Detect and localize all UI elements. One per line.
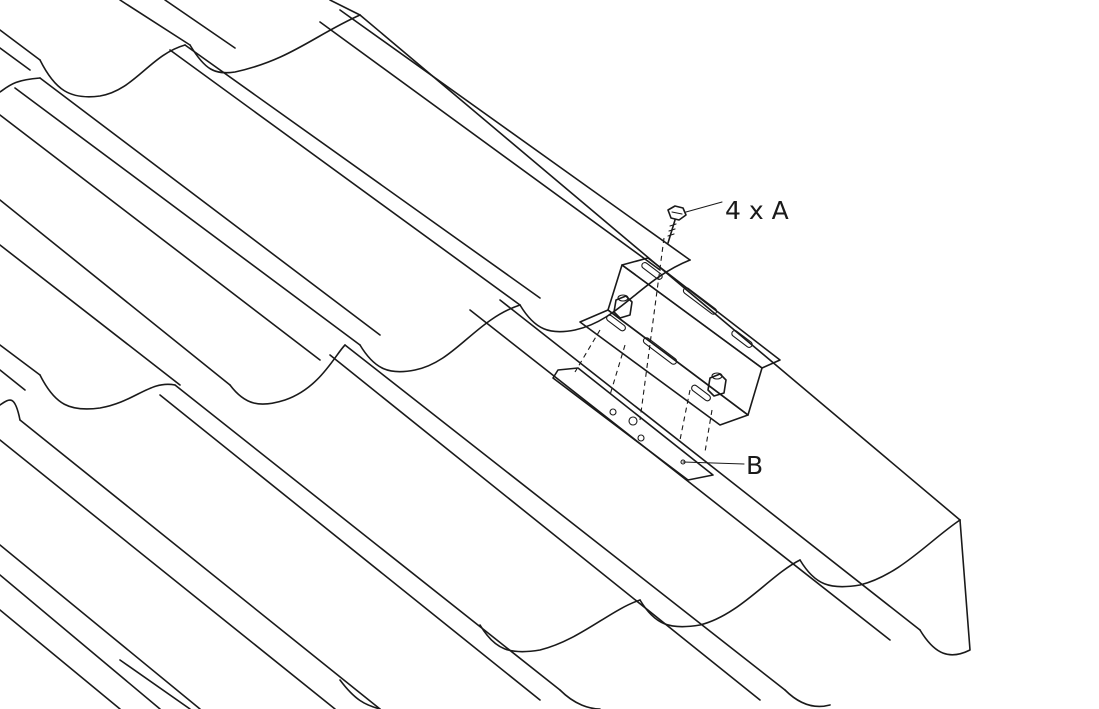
- bracket-bolt-left: [613, 294, 633, 319]
- seal-plate-b: [552, 367, 714, 481]
- alignment-guides: [574, 237, 713, 453]
- screw-callout-label: 4 x A: [725, 196, 789, 225]
- tile-step-curves: [0, 14, 971, 709]
- hex-screw-icon: [667, 205, 687, 244]
- roof-tile-sheet: [0, 0, 971, 709]
- tile-ridge-lines: [0, 0, 961, 709]
- bracket-bolt-right: [707, 372, 727, 397]
- mounting-bracket: [579, 257, 781, 426]
- bracket-slots: [606, 262, 753, 402]
- plate-callout-label: B: [746, 451, 763, 480]
- callout-leaders: [682, 201, 745, 465]
